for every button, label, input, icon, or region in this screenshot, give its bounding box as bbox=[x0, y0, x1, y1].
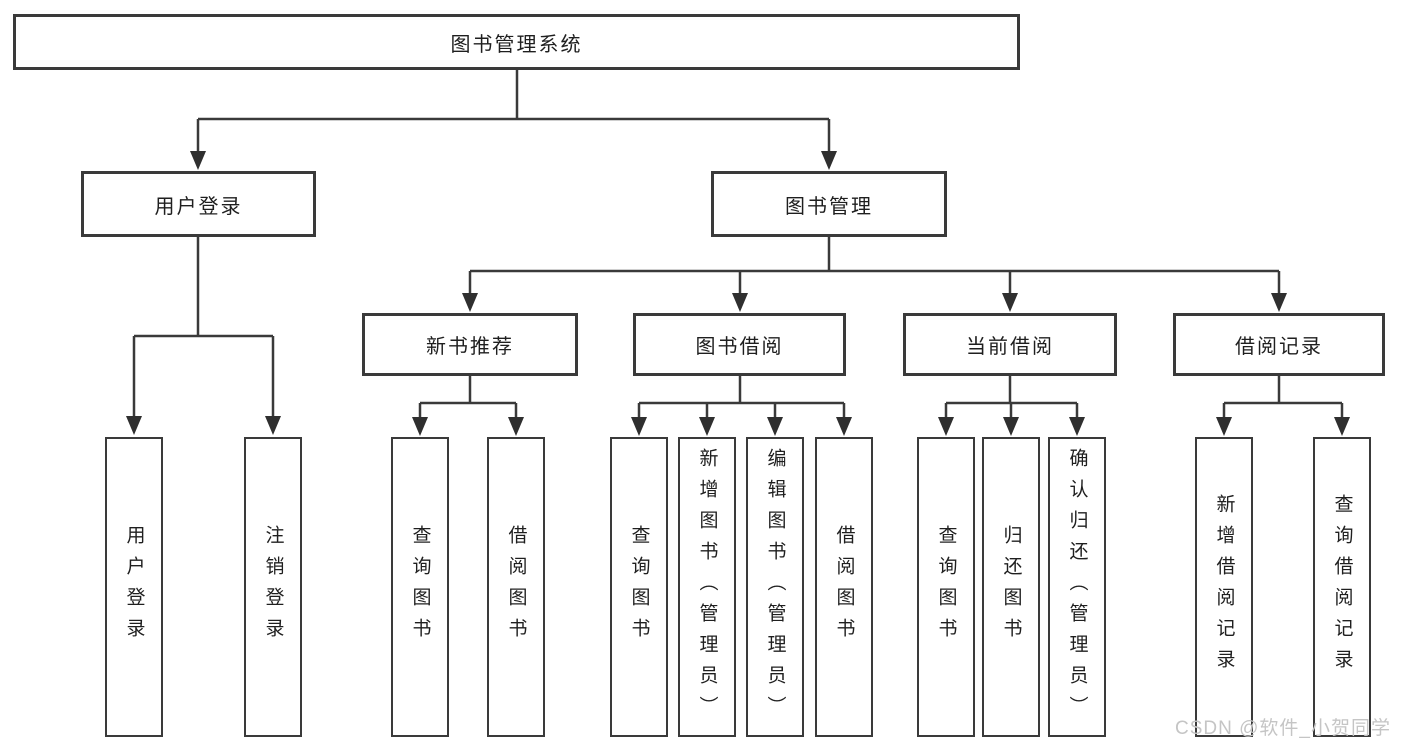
node-leaf-user-login-label: 用户登录 bbox=[123, 525, 145, 649]
arrow-icon bbox=[732, 293, 748, 312]
node-current-borrow-label: 当前借阅 bbox=[966, 336, 1054, 358]
node-leaf-br-add-record-label: 新增借阅记录 bbox=[1213, 494, 1235, 680]
connector-user-login-children bbox=[132, 237, 275, 418]
arrow-icon bbox=[631, 417, 647, 436]
node-new-book-recommend: 新书推荐 bbox=[362, 313, 578, 376]
node-root-system: 图书管理系统 bbox=[13, 14, 1020, 70]
arrow-icon bbox=[1003, 417, 1019, 436]
node-leaf-cb-return-book: 归还图书 bbox=[982, 437, 1040, 737]
connector-book-borrow-children bbox=[637, 376, 846, 419]
node-leaf-bb-add-book-admin-label: 新增图书（管理员） bbox=[696, 447, 718, 727]
arrow-icon bbox=[265, 416, 281, 435]
arrowheads bbox=[126, 151, 1350, 436]
connector-root-to-level2 bbox=[196, 69, 831, 153]
arrow-icon bbox=[1334, 417, 1350, 436]
arrow-icon bbox=[1216, 417, 1232, 436]
node-leaf-cb-return-book-label: 归还图书 bbox=[1000, 525, 1022, 649]
node-leaf-cb-query-book-label: 查询图书 bbox=[935, 525, 957, 649]
arrow-icon bbox=[836, 417, 852, 436]
connector-borrow-records-children bbox=[1222, 376, 1344, 419]
arrow-icon bbox=[938, 417, 954, 436]
arrow-icon bbox=[1271, 293, 1287, 312]
node-leaf-bb-query-book: 查询图书 bbox=[610, 437, 668, 737]
node-leaf-user-login: 用户登录 bbox=[105, 437, 163, 737]
node-leaf-bb-borrow-book: 借阅图书 bbox=[815, 437, 873, 737]
arrow-icon bbox=[462, 293, 478, 312]
node-leaf-nb-borrow-book-label: 借阅图书 bbox=[505, 525, 527, 649]
node-leaf-cb-confirm-return-admin: 确认归还（管理员） bbox=[1048, 437, 1106, 737]
node-user-login-label: 用户登录 bbox=[154, 195, 243, 218]
node-leaf-bb-edit-book-admin-label: 编辑图书（管理员） bbox=[764, 447, 786, 727]
connector-new-book-recommend-children bbox=[418, 376, 518, 419]
node-new-book-recommend-label: 新书推荐 bbox=[426, 336, 514, 358]
node-leaf-nb-query-book: 查询图书 bbox=[391, 437, 449, 737]
node-book-borrow: 图书借阅 bbox=[633, 313, 846, 376]
arrow-icon bbox=[1002, 293, 1018, 312]
node-leaf-bb-add-book-admin: 新增图书（管理员） bbox=[678, 437, 736, 737]
node-book-management: 图书管理 bbox=[711, 171, 947, 237]
connector-current-borrow-children bbox=[944, 376, 1079, 419]
node-leaf-bb-query-book-label: 查询图书 bbox=[628, 525, 650, 649]
arrow-icon bbox=[190, 151, 206, 170]
node-user-login: 用户登录 bbox=[81, 171, 316, 237]
arrow-icon bbox=[1069, 417, 1085, 436]
node-leaf-nb-query-book-label: 查询图书 bbox=[409, 525, 431, 649]
node-root-label: 图书管理系统 bbox=[450, 33, 583, 56]
arrow-icon bbox=[699, 417, 715, 436]
arrow-icon bbox=[126, 416, 142, 435]
arrow-icon bbox=[412, 417, 428, 436]
node-leaf-bb-edit-book-admin: 编辑图书（管理员） bbox=[746, 437, 804, 737]
arrow-icon bbox=[508, 417, 524, 436]
arrow-icon bbox=[767, 417, 783, 436]
node-leaf-bb-borrow-book-label: 借阅图书 bbox=[833, 525, 855, 649]
csdn-watermark: CSDN @软件_小贺同学 bbox=[1175, 718, 1391, 739]
node-leaf-nb-borrow-book: 借阅图书 bbox=[487, 437, 545, 737]
node-borrow-records-label: 借阅记录 bbox=[1235, 336, 1323, 358]
node-leaf-logout-label: 注销登录 bbox=[262, 525, 284, 649]
node-borrow-records: 借阅记录 bbox=[1173, 313, 1385, 376]
node-leaf-cb-confirm-return-admin-label: 确认归还（管理员） bbox=[1066, 447, 1088, 727]
arrow-icon bbox=[821, 151, 837, 170]
node-current-borrow: 当前借阅 bbox=[903, 313, 1117, 376]
node-leaf-br-add-record: 新增借阅记录 bbox=[1195, 437, 1253, 737]
node-leaf-br-query-record-label: 查询借阅记录 bbox=[1331, 494, 1353, 680]
node-leaf-cb-query-book: 查询图书 bbox=[917, 437, 975, 737]
node-leaf-br-query-record: 查询借阅记录 bbox=[1313, 437, 1371, 737]
node-leaf-logout: 注销登录 bbox=[244, 437, 302, 737]
connector-book-management-children bbox=[468, 237, 1281, 295]
node-book-management-label: 图书管理 bbox=[785, 195, 873, 218]
node-book-borrow-label: 图书借阅 bbox=[695, 336, 784, 358]
